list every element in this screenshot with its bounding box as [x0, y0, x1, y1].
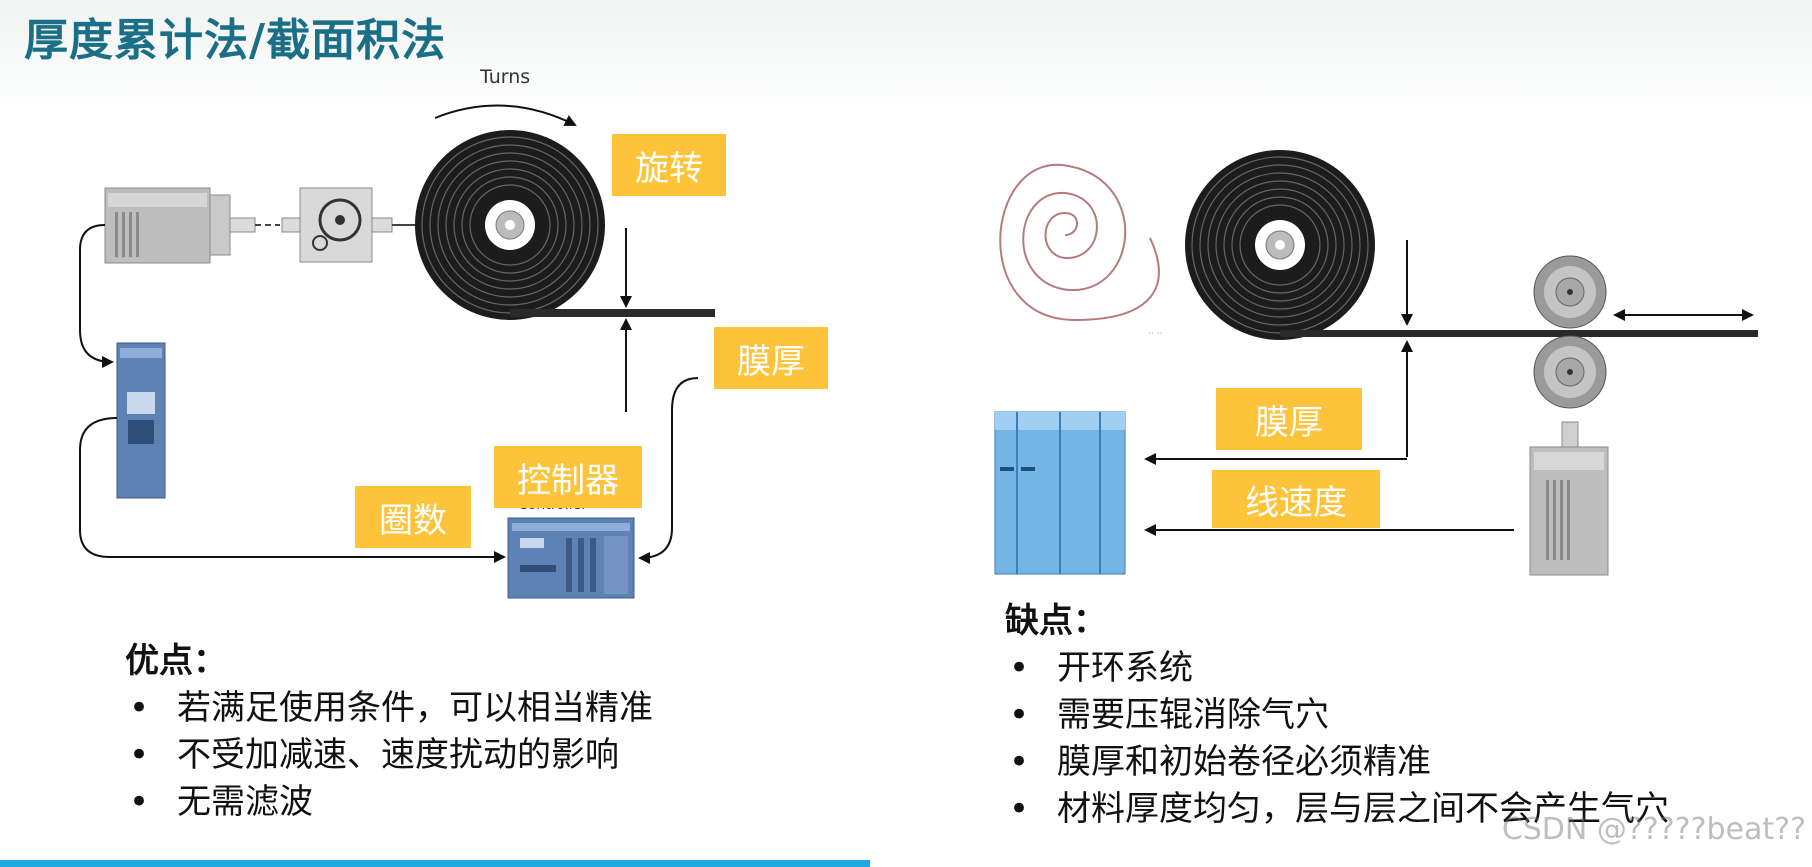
header-band — [0, 0, 1812, 120]
controller-unit — [507, 517, 635, 599]
rotation-arrow — [434, 104, 577, 126]
list-item: •需要压辊消除气穴 — [1009, 695, 1329, 735]
tag-controller: 控制器 — [494, 446, 642, 508]
list-item: •若满足使用条件，可以相当精准 — [129, 688, 653, 728]
left-drive-unit — [116, 342, 166, 499]
list-item: •无需滤波 — [129, 782, 313, 822]
turns-label: Turns — [480, 66, 531, 88]
tag-count: 圈数 — [355, 486, 471, 548]
progress-accent-bar — [0, 860, 870, 867]
gearbox — [281, 187, 420, 263]
list-item: •膜厚和初始卷径必须精准 — [1009, 742, 1431, 782]
tag-thickness-right: 膜厚 — [1216, 388, 1362, 450]
right-controller-unit — [994, 411, 1126, 575]
spiral-caption-mark: ·· ·· — [1148, 329, 1162, 339]
tag-line-speed: 线速度 — [1212, 470, 1380, 528]
watermark: CSDN @?????beat?? — [1501, 812, 1806, 847]
pros-list: 优点： •若满足使用条件，可以相当精准 •不受加减速、速度扰动的影响 •无需滤波 — [125, 638, 653, 826]
list-item: •开环系统 — [1009, 648, 1193, 688]
list-item: •材料厚度均匀，层与层之间不会产生气穴 — [1009, 789, 1669, 829]
pros-heading: 优点： — [125, 641, 227, 681]
tag-rotation: 旋转 — [612, 134, 726, 196]
left-coil — [415, 130, 715, 320]
right-signal-lines — [1144, 240, 1514, 536]
spiral-illustration — [999, 163, 1160, 322]
cons-list: 缺点： •开环系统 •需要压辊消除气穴 •膜厚和初始卷径必须精准 •材料厚度均匀… — [1005, 598, 1669, 833]
right-coil — [1185, 150, 1758, 340]
cons-heading: 缺点： — [1005, 601, 1107, 641]
tag-thickness-left: 膜厚 — [714, 327, 828, 389]
pressure-rollers — [1533, 255, 1607, 409]
slide-title: 厚度累计法/截面积法 — [24, 15, 447, 66]
motor — [104, 187, 280, 264]
speed-encoder-motor — [1529, 421, 1609, 576]
list-item: •不受加减速、速度扰动的影响 — [129, 735, 619, 775]
left-connection-lines — [79, 224, 699, 564]
